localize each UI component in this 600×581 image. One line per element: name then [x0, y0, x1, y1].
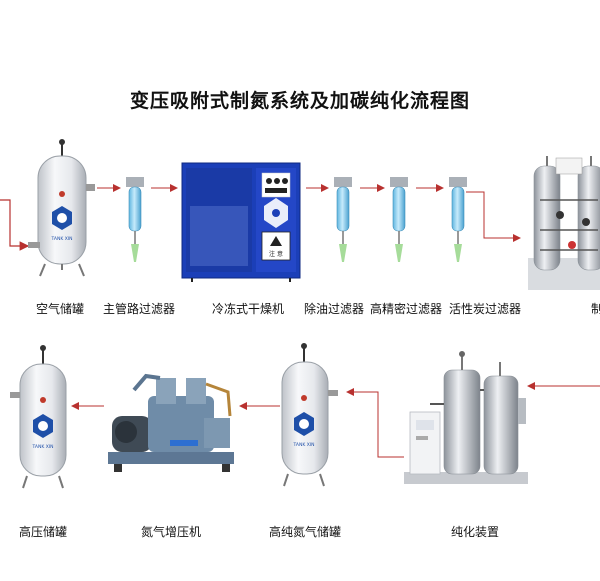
high-precision-filter — [390, 177, 408, 262]
tank-logo-text-1: TANK XIN — [50, 236, 72, 242]
tank-logo-text-2: TANK XIN — [292, 442, 314, 448]
nitrogen-booster-compressor — [108, 373, 234, 472]
oil-removal-filter — [334, 177, 352, 262]
diagram-title: 变压吸附式制氮系统及加碳纯化流程图 — [129, 90, 470, 112]
label-high-precision-filter: 高精密过滤器 — [369, 302, 443, 316]
high-pressure-tank: TANK XIN — [10, 345, 67, 489]
psa-nitrogen-generator — [528, 156, 600, 290]
label-air-receiver-tank: 空气储罐 — [35, 302, 85, 316]
label-high-pressure-tank: 高压储罐 — [18, 525, 68, 539]
label-purification-unit: 纯化装置 — [450, 525, 500, 539]
refrigerated-dryer: 注 意 — [181, 162, 301, 282]
activated-carbon-filter — [449, 177, 467, 262]
label-high-purity-nitrogen-tank: 高纯氮气储罐 — [268, 525, 342, 539]
dryer-panel-sign: 注 意 — [269, 250, 283, 258]
purification-unit — [404, 351, 528, 484]
label-nitrogen-generator-cropped: 制 — [590, 302, 600, 316]
label-nitrogen-booster: 氮气增压机 — [140, 525, 202, 539]
label-main-line-filter: 主管路过滤器 — [102, 302, 176, 316]
air-receiver-tank: TANK XIN — [28, 139, 95, 277]
label-refrigerated-dryer: 冷冻式干燥机 — [211, 302, 285, 316]
label-oil-removal-filter: 除油过滤器 — [303, 302, 365, 316]
inlet-arrow — [0, 199, 30, 251]
tank-logo-text-3: TANK XIN — [31, 444, 53, 450]
main-line-filter — [126, 177, 144, 262]
flow-arrow-6 — [466, 191, 521, 242]
flow-arrow-8 — [346, 388, 404, 458]
high-purity-nitrogen-tank: TANK XIN — [281, 343, 338, 487]
label-activated-carbon-filter: 活性炭过滤器 — [448, 302, 522, 316]
